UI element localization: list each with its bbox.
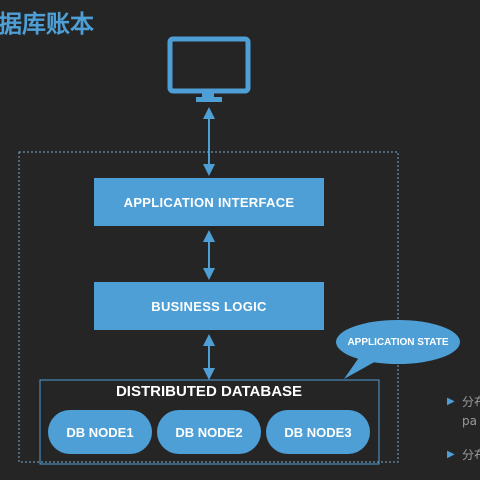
application-interface-box: APPLICATION INTERFACE [94, 178, 324, 226]
bullet-icon: ▶ [447, 396, 455, 407]
distributed-database-label: DISTRIBUTED DATABASE [115, 383, 303, 400]
database-container [39, 379, 380, 465]
bullet-icon: ▶ [447, 449, 455, 460]
side-note-line-1: 分布 [462, 395, 480, 409]
business-logic-box: BUSINESS LOGIC [94, 282, 324, 330]
application-state-label: APPLICATION STATE [347, 336, 449, 348]
side-note-line-2: pa [462, 414, 477, 428]
monitor-icon [167, 36, 251, 102]
db-node-1: DB NODE1 [48, 410, 152, 454]
db-node-3: DB NODE3 [266, 410, 370, 454]
db-node-2: DB NODE2 [157, 410, 261, 454]
side-note-line-3: 分布 [462, 448, 480, 462]
application-state-bubble [336, 320, 460, 379]
slide-title: 据库账本 [0, 10, 94, 38]
